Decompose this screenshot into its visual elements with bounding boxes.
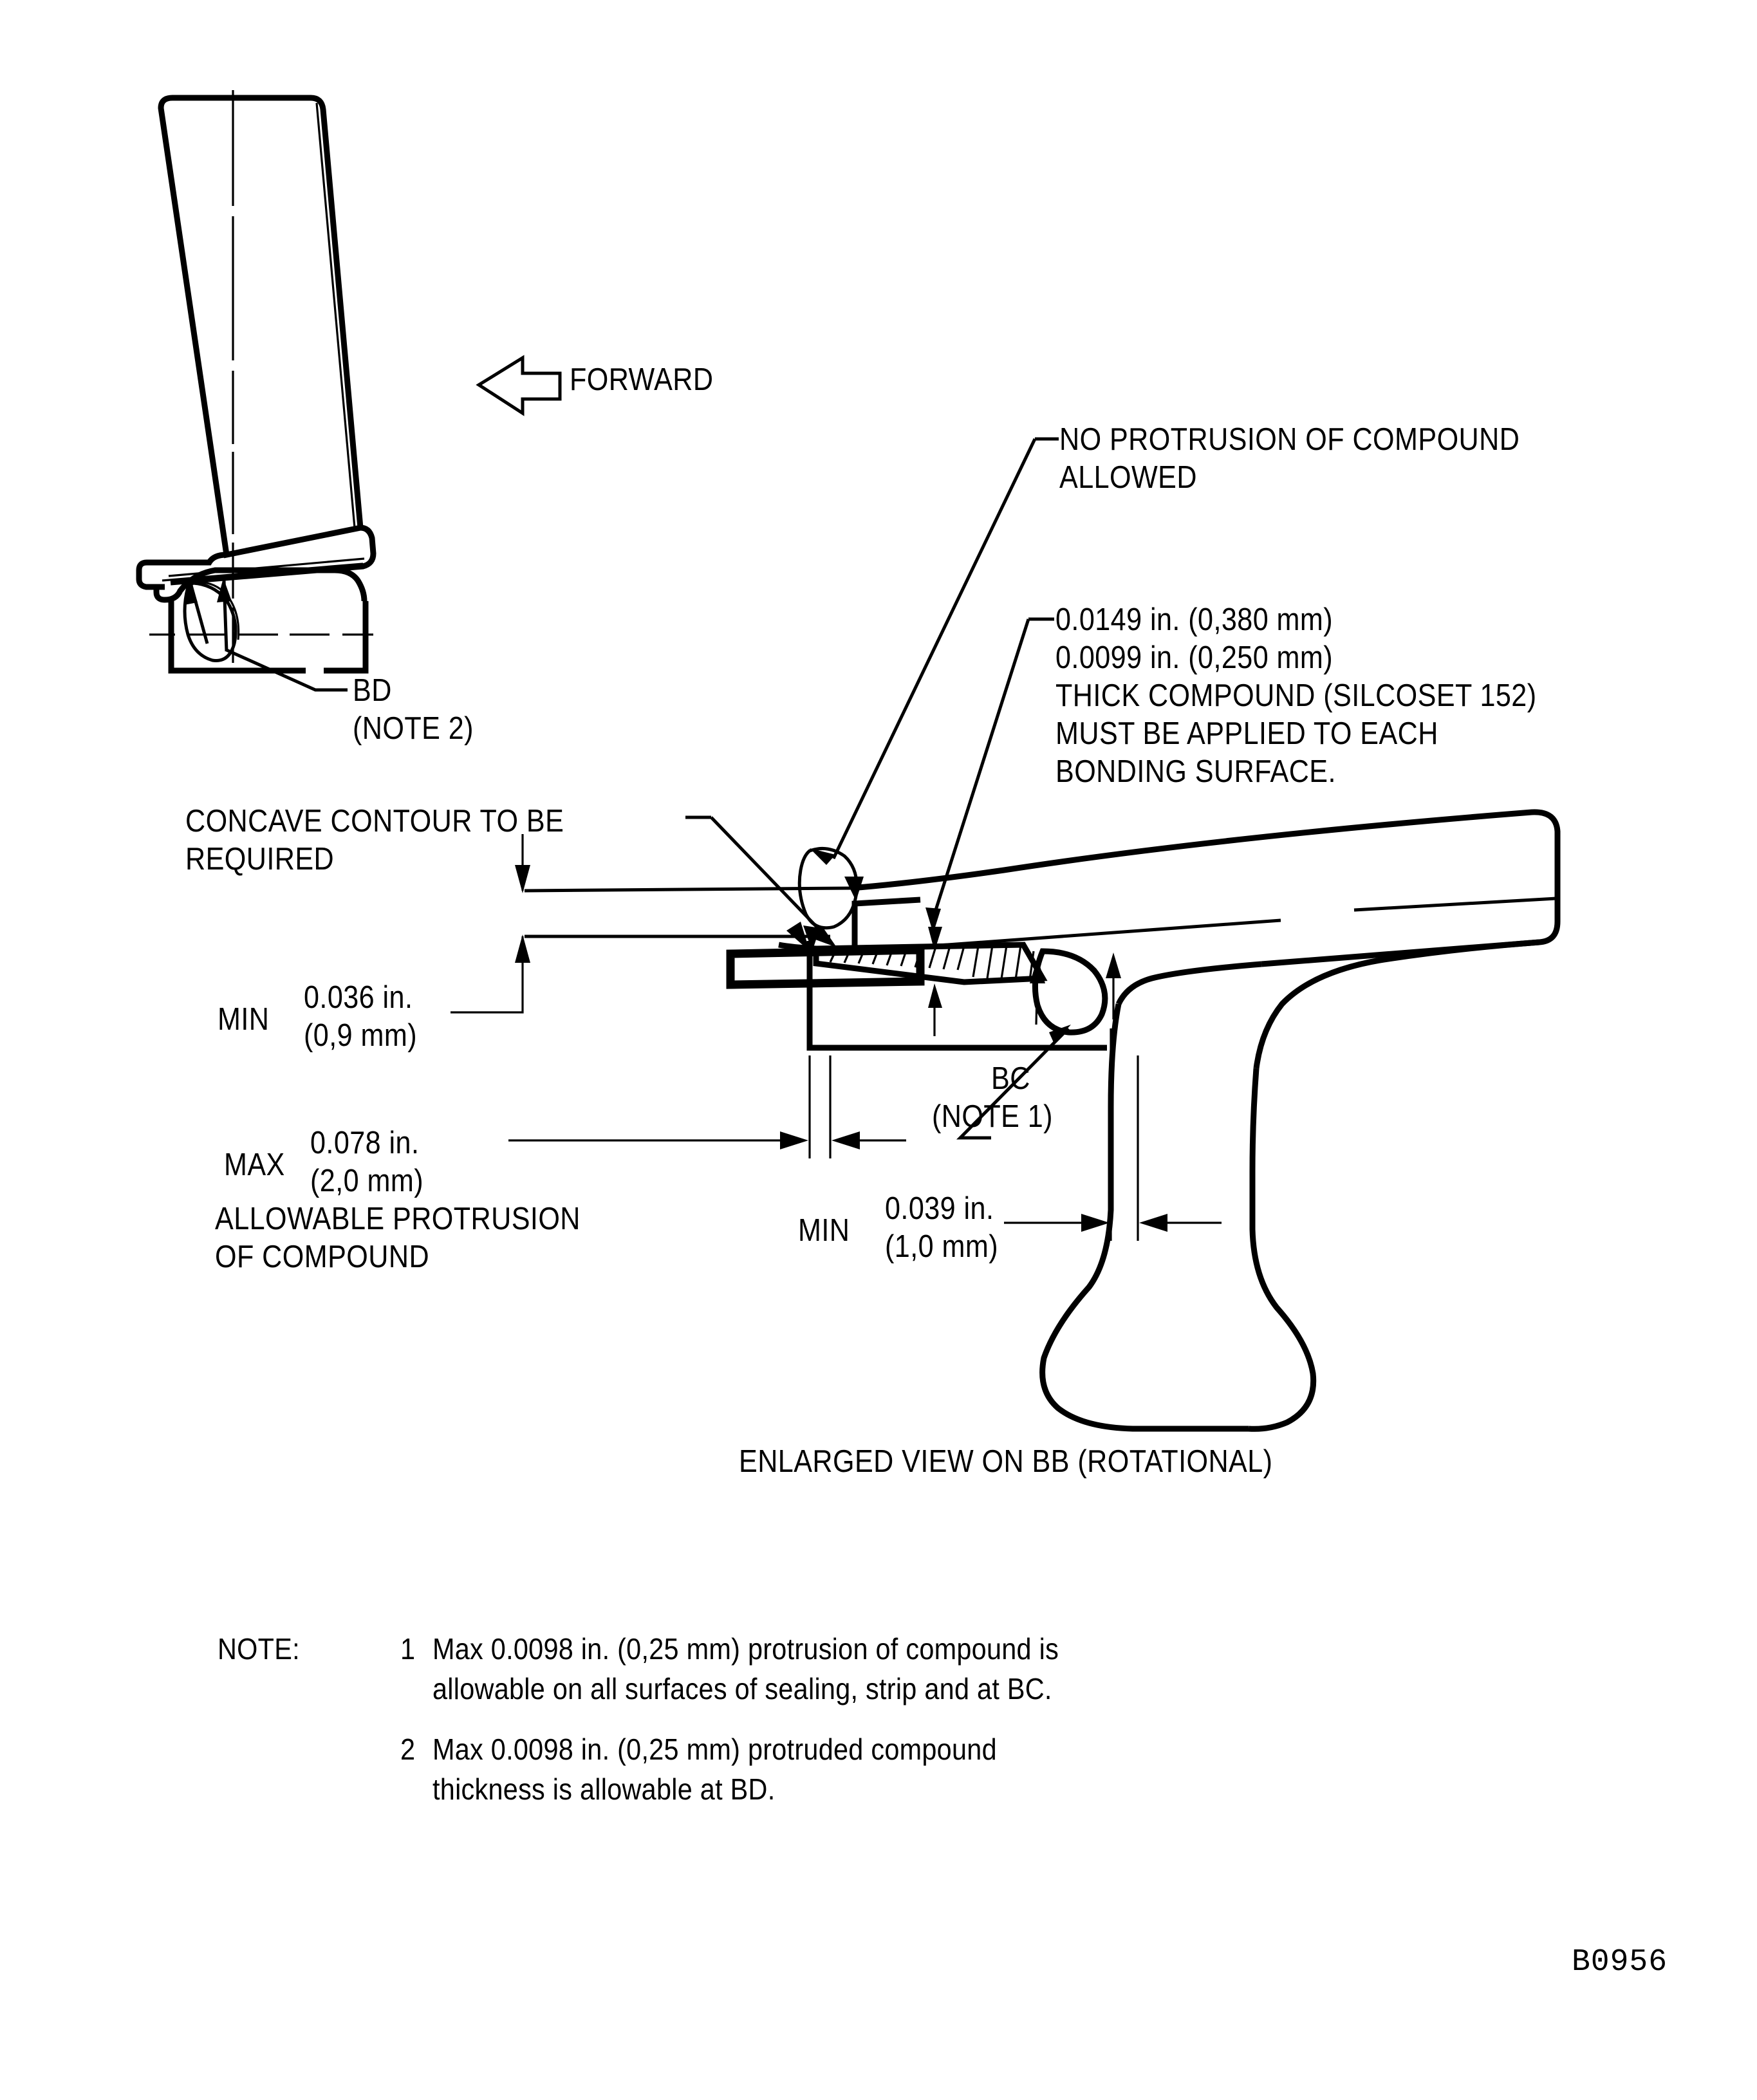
- forward-label: FORWARD: [570, 362, 714, 397]
- platform-shelf: [806, 941, 1107, 1051]
- dim-min-036-prefix: MIN: [218, 1002, 270, 1037]
- note-1-line-2: allowable on all surfaces of sealing, st…: [432, 1672, 1052, 1705]
- no-protrusion-line-1: NO PROTRUSION OF COMPOUND: [1059, 422, 1520, 457]
- bd-arrow-right: [217, 578, 232, 652]
- compound-spec-line-2: 0.0099 in. (0,250 mm): [1055, 640, 1334, 675]
- dim-min-036: [451, 834, 530, 1014]
- platform-underside-right: [1253, 939, 1540, 1069]
- bd-arrow-left: [184, 581, 209, 644]
- blade-root-block: [168, 600, 306, 674]
- dim-max-078-desc-2: OF COMPOUND: [215, 1240, 430, 1274]
- note-2-line-2: thickness is allowable at BD.: [432, 1772, 776, 1806]
- dim-min-039-value-in: 0.039 in.: [885, 1191, 994, 1226]
- note-1-line-1: Max 0.0098 in. (0,25 mm) protrusion of c…: [432, 1632, 1059, 1666]
- compound-spec-line-1: 0.0149 in. (0,380 mm): [1055, 602, 1334, 637]
- bc-note-label: (NOTE 1): [932, 1099, 1053, 1134]
- bd-note-label: (NOTE 2): [353, 711, 474, 746]
- compound-spec-line-5: BONDING SURFACE.: [1055, 754, 1336, 789]
- compound-spec-line-3: THICK COMPOUND (SILCOSET 152): [1055, 678, 1537, 713]
- outer-wall-top: [524, 886, 853, 893]
- dim-min-036-value-in: 0.036 in.: [304, 980, 413, 1015]
- compound-spec-line-4: MUST BE APPLIED TO EACH: [1055, 716, 1438, 751]
- no-protrusion-leader: [832, 437, 1059, 860]
- aerofoil-upper-body-inner: [1353, 897, 1557, 912]
- dim-min-036-value-mm: (0,9 mm): [304, 1018, 417, 1053]
- bd-leader-line: [225, 648, 348, 692]
- concave-contour-arrows: [786, 922, 820, 951]
- dim-max-078-value-in: 0.078 in.: [310, 1126, 420, 1160]
- blade-neck-left: [1039, 1003, 1249, 1432]
- dim-max-078-value-mm: (2,0 mm): [310, 1164, 423, 1198]
- dim-max-078-prefix: MAX: [224, 1148, 285, 1182]
- no-protrusion-bead-outline: [797, 846, 864, 930]
- bc-leader: [956, 1025, 1071, 1140]
- dim-min-039-value-mm: (1,0 mm): [885, 1229, 998, 1264]
- bc-label: BC: [991, 1061, 1030, 1096]
- dim-max-078-desc-1: ALLOWABLE PROTRUSION: [215, 1202, 581, 1236]
- dim-max-078: [508, 1055, 906, 1158]
- blade-neck-right: [1248, 1068, 1317, 1432]
- compound-thickness-arrow: [928, 927, 942, 1036]
- concave-contour-line-1: CONCAVE CONTOUR TO BE: [185, 804, 564, 839]
- compound-spec-leader: [925, 617, 1054, 933]
- compound-layer: [813, 942, 1048, 985]
- note-2-line-1: Max 0.0098 in. (0,25 mm) protruded compo…: [432, 1733, 997, 1766]
- reference-code: B0956: [1572, 1945, 1668, 1980]
- dim-min-039-prefix: MIN: [798, 1213, 850, 1248]
- airfoil-outline: [158, 95, 364, 559]
- sealing-strip: [726, 945, 925, 989]
- platform-top-right: [170, 525, 376, 586]
- bd-label: BD: [353, 673, 392, 708]
- aerofoil-upper-body-bottom: [1115, 961, 1262, 1006]
- bc-bead-arrow-2: [1106, 952, 1121, 1019]
- dim-min-039: [1004, 1028, 1222, 1241]
- no-protrusion-line-2: ALLOWED: [1059, 460, 1197, 495]
- enlarged-view-bb: [451, 809, 1561, 1432]
- forward-arrow-icon: [476, 355, 562, 416]
- airfoil-trailing-edge-line: [315, 102, 356, 528]
- aerofoil-upper-body-top: [850, 809, 1561, 967]
- concave-contour-line-2: REQUIRED: [185, 842, 335, 877]
- bc-compound-bead: [1032, 948, 1108, 1036]
- platform-top-surface: [136, 552, 227, 590]
- enlarged-view-caption: ENLARGED VIEW ON BB (ROTATIONAL): [739, 1444, 1273, 1479]
- note-heading: NOTE:: [218, 1632, 300, 1666]
- note-2-number: 2: [400, 1733, 416, 1766]
- blade-elevation-view: [136, 90, 376, 692]
- bc-bead-arrow: [1030, 958, 1045, 1025]
- note-1-number: 1: [400, 1632, 416, 1666]
- compound-step-riser: [851, 897, 921, 947]
- platform-underside: [153, 567, 367, 603]
- blade-root-block-right: [324, 601, 369, 674]
